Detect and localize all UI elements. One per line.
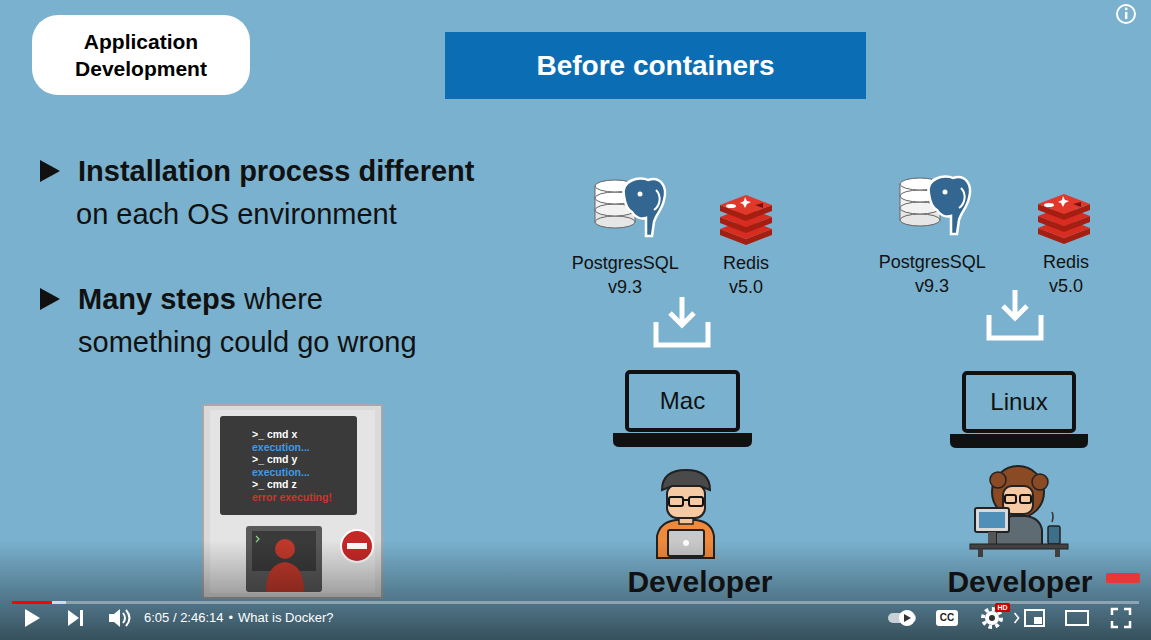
developer-figure-part <box>683 499 689 501</box>
terminal-line: >_ cmd y <box>252 453 351 466</box>
cc-badge <box>936 610 958 626</box>
heading-band: Before containers <box>445 32 866 99</box>
software-label: PostgresSQL v9.3 <box>879 250 985 298</box>
node-text: Application Development <box>75 28 207 83</box>
software-label: Redis v5.0 <box>723 251 769 299</box>
developer-figure-part <box>689 497 703 506</box>
bullet-text: on each OS environment <box>76 193 397 236</box>
postgres-icon-part <box>900 177 970 234</box>
title-pill: Application Development <box>32 15 250 95</box>
info-icon <box>1117 5 1135 23</box>
developer-figure-part <box>1032 474 1048 490</box>
time-readout: 6:05 / 2:46:14 <box>144 610 224 626</box>
redis-icon <box>720 195 772 245</box>
role-label: Developer <box>947 565 1092 599</box>
chevron-icon <box>1015 613 1019 623</box>
player-controls-part <box>80 610 83 626</box>
download-arrow <box>989 290 1041 338</box>
laptop-base-part <box>950 434 1088 448</box>
developer-figure-part <box>1020 495 1031 503</box>
bullet-markers-part <box>40 288 60 310</box>
player-controls-part <box>899 610 915 626</box>
terminal-line: >_ cmd z <box>252 478 351 491</box>
developer-figure-part <box>1005 495 1016 503</box>
player-controls-part <box>1025 610 1044 626</box>
progress-bar-part <box>12 601 52 604</box>
node-text: Before containers <box>536 50 774 82</box>
terminal-screen: >_ cmd xexecution...>_ cmd yexecution...… <box>220 416 357 515</box>
download-arrow <box>656 297 708 345</box>
developer-figure-part <box>662 470 710 490</box>
progress-bar-part <box>12 601 1139 604</box>
player-controls-part <box>25 609 40 627</box>
terminal-line: execution... <box>252 466 351 479</box>
bullet-line: Many stepswhere something could go wrong <box>78 278 446 364</box>
terminal-line: execution... <box>252 441 351 454</box>
player-controls-part <box>126 610 130 626</box>
player-controls-part <box>989 615 995 621</box>
player-shade <box>0 540 1151 640</box>
hd-badge-part <box>995 603 1010 612</box>
redis-icon-part <box>1038 194 1090 244</box>
progress-bar-part <box>12 601 66 604</box>
bullet-heading: Many steps <box>78 283 236 315</box>
progress-bar <box>12 601 1139 604</box>
download-arrow-part <box>989 290 1041 338</box>
info-icon-part <box>1117 5 1135 23</box>
node-text: Mac <box>660 387 705 415</box>
software-label: Redis v5.0 <box>1043 250 1089 298</box>
developer-figure-part <box>975 508 1009 532</box>
player-controls-part <box>123 613 125 623</box>
player-controls <box>25 609 1130 627</box>
postgres-icon-part <box>595 179 665 236</box>
chapter-title: What is Docker? <box>238 610 333 626</box>
terminal-line: error executing! <box>252 491 351 504</box>
separator-dot: • <box>229 610 234 626</box>
role-label: Developer <box>627 565 772 599</box>
hd-badge <box>995 603 1010 612</box>
postgres-icon <box>900 177 970 234</box>
developer-figure-part <box>979 512 1005 528</box>
bullet-markers <box>40 160 60 310</box>
player-controls-part <box>904 614 911 622</box>
quality-badge: HD <box>997 604 1007 612</box>
terminal-line: >_ cmd x <box>252 428 351 441</box>
developer-figure-part <box>669 497 683 506</box>
bullet-markers-part <box>40 160 60 182</box>
player-controls-part <box>985 611 999 625</box>
redis-icon <box>1038 194 1090 244</box>
developer-figure-part <box>990 472 1006 488</box>
chevron-icon-part <box>1015 613 1019 623</box>
bullet-heading: Installation process different <box>78 150 474 193</box>
caption-button: CC <box>940 612 954 624</box>
info-icon-part <box>1125 12 1127 19</box>
laptop-base-part <box>613 433 752 447</box>
corner-badge <box>1106 573 1140 583</box>
postgres-icon <box>595 179 665 236</box>
player-controls-part <box>109 609 120 627</box>
download-arrow-part <box>656 297 708 345</box>
developer-figure-part <box>667 484 705 518</box>
player-controls-part <box>1034 617 1042 624</box>
laptop-screen: Linux <box>962 371 1076 433</box>
software-label: PostgresSQL v9.3 <box>572 251 678 299</box>
cc-badge-part <box>936 610 958 626</box>
corner-badge-part <box>1106 573 1140 583</box>
player-controls-part <box>68 610 79 626</box>
player-controls-part <box>1066 611 1088 625</box>
redis-icon-part <box>720 195 772 245</box>
info-icon-part <box>1125 8 1128 11</box>
node-text: Linux <box>990 388 1047 416</box>
player-shade-part <box>0 540 1151 640</box>
developer-figure-part <box>1052 512 1053 522</box>
player-controls-part <box>1112 609 1130 627</box>
laptop-screen: Mac <box>625 370 740 432</box>
laptop-base <box>613 433 1088 448</box>
